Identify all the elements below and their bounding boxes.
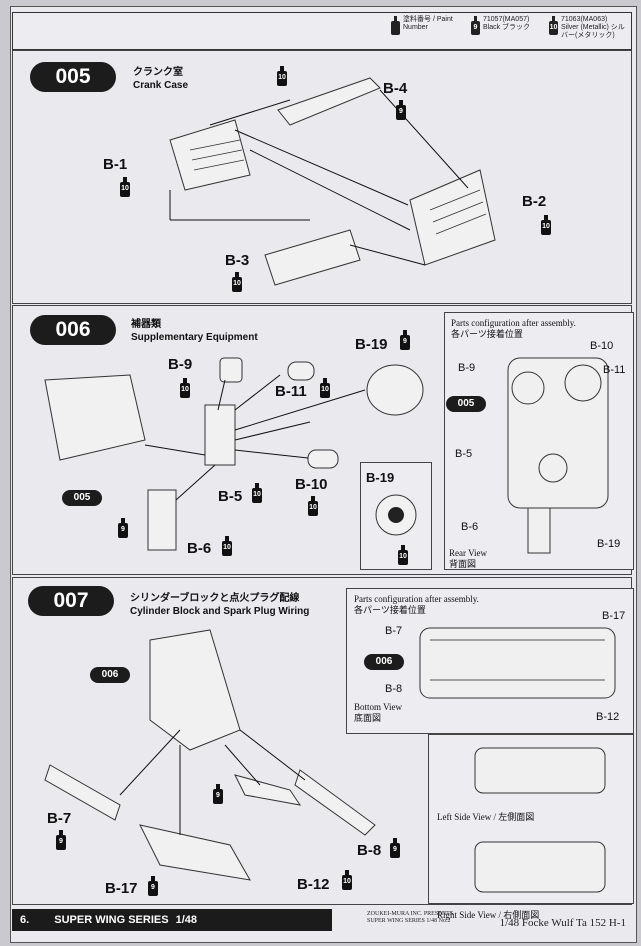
page-number: 6. [20,914,30,926]
model-name: 1/48 Focke Wulf Ta 152 H-1 [499,917,626,929]
page-footer: 6. SUPER WING SERIES 1/48 ZOUKEI-MURA IN… [12,905,630,935]
paint-bottle-icon: 10 [180,378,190,398]
series-name: SUPER WING SERIES [54,914,169,926]
step-005-panel [12,50,632,304]
config-part-label: B-10 [590,340,614,352]
config-part-label: B-7 [385,625,403,637]
step-reference-badge: 006 [364,654,404,670]
crank-case-assembly-drawing [169,77,496,286]
paint-bottle-icon: 10 [320,378,330,398]
step-reference-badge: 006 [90,667,130,683]
paint-bottle-icon: 10 [252,483,262,503]
paint-legend-header: 塗料番号 / Paint Number 9 71057(MA057) Black… [12,12,632,50]
right-side-view-drawing [474,841,606,893]
part-label: B-19 [366,470,395,485]
part-label: B-5 [218,488,243,505]
part-label: B-11 [275,383,307,400]
part-label: B-19 [355,336,388,353]
part-label: B-9 [168,356,193,373]
view-caption: Left Side View / 左側面図 [437,812,535,822]
config-part-label: B-12 [596,711,620,723]
part-label: B-2 [522,193,547,210]
paint-bottle-icon: 10 [541,215,551,235]
part-label: B-7 [47,810,72,827]
config-part-label: B-5 [455,448,473,460]
config-part-label: B-19 [597,538,621,550]
part-label: B-6 [187,540,212,557]
left-side-view-drawing [474,747,606,794]
paint-bottle-icon: 10 [342,870,352,890]
publisher-text: ZOUKEI-MURA INC. PRESENTS SUPER WING SER… [367,911,454,924]
step-reference-badge: 005 [446,396,486,412]
step-number: 007 [28,586,114,616]
series-banner: 6. SUPER WING SERIES 1/48 [12,909,332,931]
config-part-label: B-8 [385,683,403,695]
part-label: B-4 [383,80,408,97]
part-label: B-3 [225,252,250,269]
bottom-view-engine-drawing [419,627,616,699]
legend-item-silver: 10 71063(MA063) Silver (Metallic) シルバー(メ… [549,16,625,40]
legend-item-black: 9 71057(MA057) Black ブラック [471,16,541,40]
paint-bottle-icon [391,16,400,36]
paint-bottle-icon: 9 [213,784,223,804]
part-label: B-1 [103,156,128,173]
legend-label: 塗料番号 / Paint Number [403,16,453,31]
config-part-label: B-6 [461,521,479,533]
step-number: 006 [30,315,116,345]
paint-bottle-icon: 9 [148,876,158,896]
paint-bottle-icon: 9 [400,330,410,350]
cylinder-block-drawing [44,629,376,881]
step-number: 005 [30,62,116,92]
paint-bottle-icon: 10 [120,177,130,197]
legend-label: 71057(MA057) Black ブラック [483,16,531,31]
paint-bottle-icon: 10 [308,496,318,516]
config-title: Parts configuration after assembly. 各パーツ… [451,318,576,339]
legend-item-paint-number: 塗料番号 / Paint Number [391,16,463,40]
paint-bottle-icon: 10 [277,66,287,86]
config-part-label: B-11 [603,364,626,376]
part-label: B-12 [297,876,330,893]
series-scale: 1/48 [175,914,198,926]
part-label: B-8 [357,842,382,859]
paint-bottle-icon: 9 [118,518,128,538]
supplementary-equipment-drawing [44,357,424,551]
legend-label: 71063(MA063) Silver (Metallic) シルバー(メタリッ… [561,16,625,39]
paint-bottle-icon: 9 [390,838,400,858]
part-label: B-17 [105,880,138,897]
paint-bottle-icon: 9 [396,100,406,120]
rear-view-engine-drawing [507,357,609,554]
config-part-label: B-9 [458,362,476,374]
step-reference-badge: 005 [62,490,102,506]
step-title: シリンダーブロックと点火プラグ配線 Cylinder Block and Spa… [130,593,310,617]
paint-bottle-icon: 10 [549,16,558,36]
view-caption: Bottom View 底面図 [354,702,403,723]
view-caption: Right Side View / 右側面図 [437,910,540,920]
step-title: 補器類 Supplementary Equipment [131,319,258,343]
paint-bottle-icon: 10 [398,545,408,565]
b19-detail-drawing [375,494,417,536]
config-title: Parts configuration after assembly. 各パーツ… [354,594,479,615]
view-caption: Rear View 背面図 [449,548,488,569]
paint-bottle-icon: 9 [56,830,66,850]
step-title: クランク室 Crank Case [133,67,189,91]
paint-legend: 塗料番号 / Paint Number 9 71057(MA057) Black… [391,16,625,40]
paint-bottle-icon: 10 [232,272,242,292]
part-label: B-10 [295,476,328,493]
paint-bottle-icon: 9 [471,16,480,36]
paint-bottle-icon: 10 [222,536,232,556]
config-part-label: B-17 [602,610,626,622]
